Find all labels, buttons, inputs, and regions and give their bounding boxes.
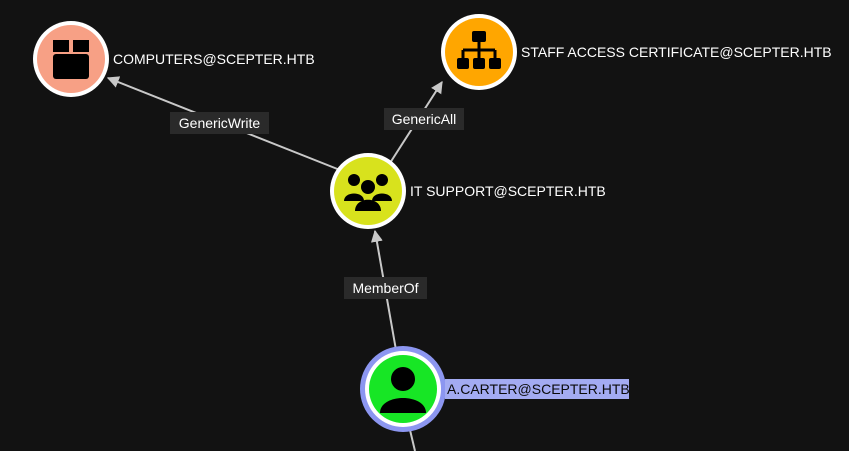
node-it-support[interactable]: IT SUPPORT@SCEPTER.HTB [330, 153, 606, 229]
selected-label-highlight [445, 379, 629, 399]
node-label: COMPUTERS@SCEPTER.HTB [113, 51, 315, 67]
node-label: STAFF ACCESS CERTIFICATE@SCEPTER.HTB [521, 44, 832, 60]
edge-label-generic-all[interactable]: GenericAll [384, 108, 464, 130]
box-icon [53, 40, 89, 79]
edge-offscreen[interactable] [409, 429, 416, 451]
node-computers[interactable]: COMPUTERS@SCEPTER.HTB [33, 21, 315, 97]
node-a-carter[interactable]: A.CARTER@SCEPTER.HTB [360, 346, 630, 432]
edge-label-text: GenericWrite [179, 115, 261, 131]
node-staff-access-certificate[interactable]: STAFF ACCESS CERTIFICATE@SCEPTER.HTB [441, 14, 832, 90]
user-icon [380, 367, 426, 413]
edge-label-member-of[interactable]: MemberOf [344, 277, 427, 299]
edge-label-text: GenericAll [392, 111, 457, 127]
sitemap-icon [457, 31, 501, 69]
node-label: IT SUPPORT@SCEPTER.HTB [410, 183, 606, 199]
users-icon [344, 174, 392, 211]
node-label: A.CARTER@SCEPTER.HTB [447, 381, 630, 397]
edge-label-generic-write[interactable]: GenericWrite [170, 112, 269, 134]
edge-label-text: MemberOf [352, 280, 418, 296]
